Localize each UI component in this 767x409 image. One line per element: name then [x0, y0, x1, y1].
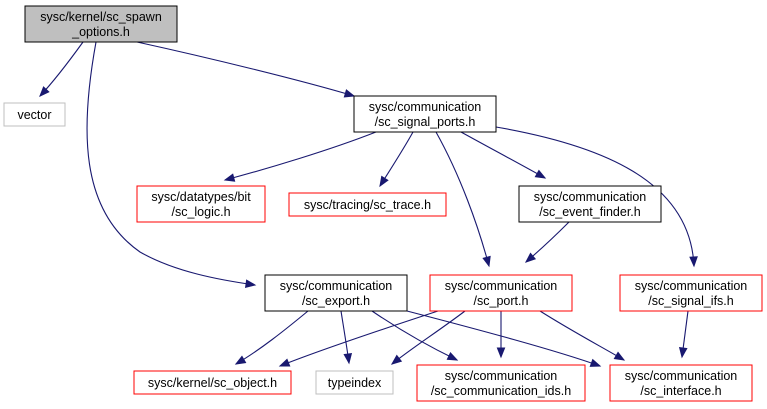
edge-sc_signal_ports-to-sc_trace	[379, 131, 414, 188]
arrow-head	[39, 86, 50, 97]
node-box	[353, 95, 497, 133]
arrow-head	[223, 173, 236, 182]
edge-sc_port-to-typeindex	[390, 310, 466, 365]
node-box	[619, 274, 763, 312]
edge-sc_event_finder-to-sc_port	[524, 221, 570, 263]
node-sc_trace[interactable]: sysc/tracing/sc_trace.h	[288, 192, 447, 217]
node-label-line: sysc/communication	[635, 279, 748, 293]
node-label-line: /sc_logic.h	[171, 205, 230, 219]
node-label-line: sysc/communication	[280, 279, 393, 293]
edge-sc_port-to-sc_communication_ids	[496, 310, 506, 359]
edge-sc_export-to-sc_communication_ids	[371, 310, 459, 361]
node-box	[24, 5, 178, 43]
edge-line	[86, 41, 256, 286]
node-label-line: vector	[17, 108, 51, 122]
arrow-head	[524, 252, 537, 263]
node-typeindex[interactable]: typeindex	[315, 370, 394, 395]
edge-line	[224, 131, 377, 181]
edge-line	[279, 310, 439, 367]
node-label-line: sysc/tracing/sc_trace.h	[304, 198, 431, 212]
edge-sc_export-to-sc_interface	[406, 310, 602, 367]
edge-sc_port-to-sc_interface	[539, 310, 626, 361]
arrow-head	[534, 169, 547, 179]
node-sc_signal_ifs[interactable]: sysc/communication/sc_signal_ifs.h	[619, 274, 763, 312]
node-sc_spawn_options: sysc/kernel/sc_spawn_options.h	[24, 5, 178, 43]
node-sc_interface[interactable]: sysc/communication/sc_interface.h	[609, 364, 753, 402]
node-label-line: sysc/communication	[625, 369, 738, 383]
edge-line	[406, 310, 601, 367]
node-sc_communication_ids[interactable]: sysc/communication/sc_communication_ids.…	[416, 364, 586, 402]
node-sc_event_finder[interactable]: sysc/communication/sc_event_finder.h	[518, 185, 662, 223]
node-box	[518, 185, 662, 223]
edge-line	[460, 131, 546, 179]
node-label-line: /sc_port.h	[474, 294, 529, 308]
arrow-head	[278, 358, 291, 367]
edge-sc_signal_ports-to-sc_signal_ifs	[495, 126, 698, 268]
arrow-head	[390, 354, 403, 365]
arrow-head	[234, 355, 247, 365]
node-box	[136, 185, 266, 223]
node-box	[429, 274, 573, 312]
arrow-head	[496, 347, 506, 359]
node-box	[416, 364, 586, 402]
edge-sc_spawn_options-to-sc_signal_ports	[136, 41, 356, 98]
node-box	[133, 370, 292, 395]
node-sc_port[interactable]: sysc/communication/sc_port.h	[429, 274, 573, 312]
edge-sc_spawn_options-to-vector	[39, 41, 84, 97]
node-label-line: /sc_interface.h	[640, 384, 721, 398]
node-sc_export[interactable]: sysc/communication/sc_export.h	[264, 274, 408, 312]
edge-sc_export-to-typeindex	[340, 310, 353, 365]
node-label-line: /sc_signal_ports.h	[375, 115, 476, 129]
arrow-head	[678, 347, 688, 359]
arrow-head	[482, 255, 491, 268]
node-label-line: sysc/communication	[369, 100, 482, 114]
node-label-line: /sc_communication_ids.h	[431, 384, 571, 398]
node-box	[315, 370, 394, 395]
node-sc_signal_ports[interactable]: sysc/communication/sc_signal_ports.h	[353, 95, 497, 133]
edge-sc_port-to-sc_object	[278, 310, 439, 367]
node-box	[288, 192, 447, 217]
arrow-head	[379, 175, 389, 188]
node-sc_logic[interactable]: sysc/datatypes/bit/sc_logic.h	[136, 185, 266, 223]
node-label-line: sysc/kernel/sc_object.h	[148, 376, 277, 390]
arrow-head	[613, 351, 626, 361]
node-label-line: sysc/communication	[445, 279, 558, 293]
edge-line	[39, 41, 84, 97]
node-label-line: sysc/kernel/sc_spawn	[40, 10, 162, 24]
edge-sc_export-to-sc_object	[234, 310, 309, 365]
edge-sc_signal_ifs-to-sc_interface	[678, 310, 689, 359]
edge-sc_signal_ports-to-sc_port	[435, 131, 491, 268]
node-label-line: sysc/datatypes/bit	[151, 190, 251, 204]
arrow-head	[343, 89, 356, 98]
node-label-line: /sc_event_finder.h	[539, 205, 641, 219]
edge-line	[435, 131, 490, 267]
node-sc_object[interactable]: sysc/kernel/sc_object.h	[133, 370, 292, 395]
node-label-line: sysc/communication	[534, 190, 647, 204]
node-label-line: /sc_signal_ifs.h	[648, 294, 734, 308]
edge-sc_spawn_options-to-sc_export	[86, 41, 257, 288]
node-label-line: sysc/communication	[445, 369, 558, 383]
node-label-line: typeindex	[328, 376, 382, 390]
arrow-head	[589, 358, 602, 367]
arrow-head	[446, 351, 459, 361]
edge-line	[235, 310, 309, 365]
edge-line	[539, 310, 625, 361]
node-label-line: /sc_export.h	[302, 294, 370, 308]
node-label-line: _options.h	[71, 25, 130, 39]
edge-line	[495, 126, 695, 267]
node-box	[609, 364, 753, 402]
edge-sc_signal_ports-to-sc_logic	[223, 131, 377, 182]
arrow-head	[343, 353, 353, 365]
edge-sc_signal_ports-to-sc_event_finder	[460, 131, 547, 179]
arrow-head	[244, 279, 257, 288]
arrow-head	[689, 256, 698, 268]
edge-line	[136, 41, 355, 97]
node-box	[3, 102, 66, 127]
node-vector[interactable]: vector	[3, 102, 66, 127]
edges-layer	[39, 41, 698, 367]
node-box	[264, 274, 408, 312]
